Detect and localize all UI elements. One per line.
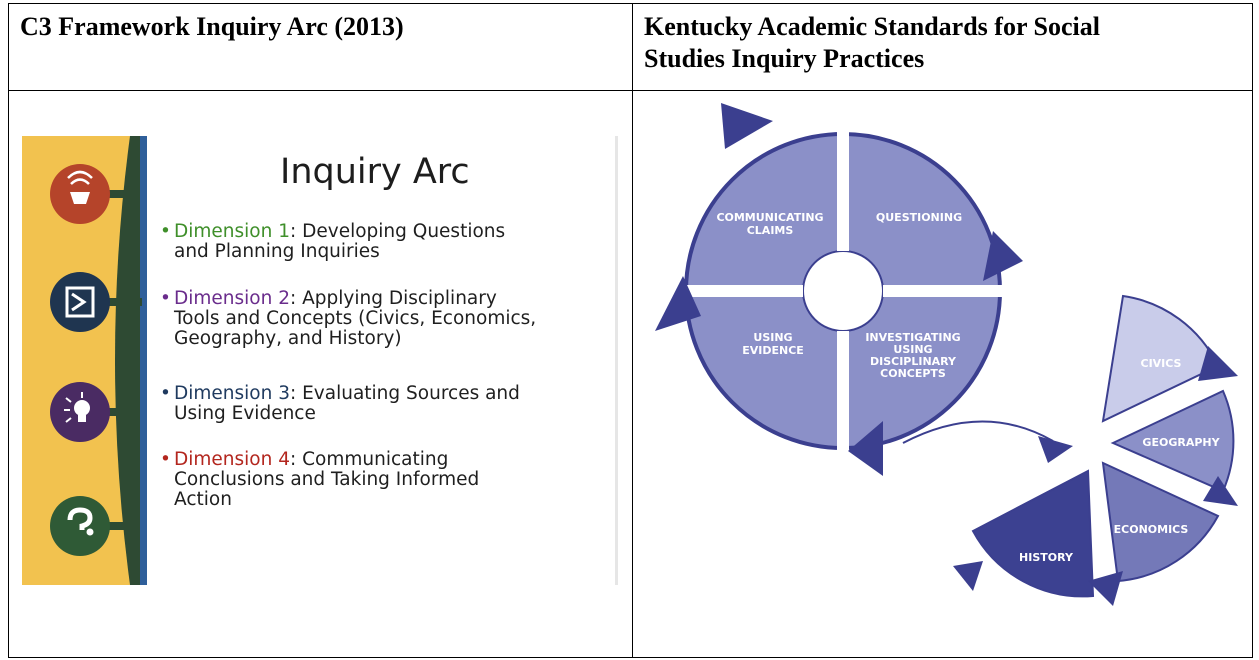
cycle-arrow-top [721, 103, 773, 149]
label-using: USING [753, 331, 792, 344]
dimension-3: • Dimension 3: Evaluating Sources and Us… [160, 383, 520, 424]
label-questioning: QUESTIONING [876, 211, 962, 224]
comparison-table: C3 Framework Inquiry Arc (2013) Kentucky… [8, 3, 1253, 658]
slide-graphic [22, 136, 618, 585]
left-content-cell: Inquiry Arc • Dimension 1: Developing Qu… [8, 90, 633, 658]
green-arc [115, 136, 147, 585]
slide-title: Inquiry Arc [280, 152, 470, 192]
dimension-4-label: Dimension 4 [174, 449, 290, 470]
label-geography: GEOGRAPHY [1142, 436, 1220, 449]
document-icon [50, 272, 110, 332]
dimension-4: • Dimension 4: Communicating Conclusions… [160, 449, 480, 510]
right-content-cell: COMMUNICATING CLAIMS QUESTIONING USING E… [632, 90, 1253, 658]
inquiry-cycle-diagram: COMMUNICATING CLAIMS QUESTIONING USING E… [655, 103, 1238, 606]
slide-edge [615, 136, 618, 585]
label-communicating: COMMUNICATING [716, 211, 823, 224]
label-evidence: EVIDENCE [742, 344, 804, 357]
connector-arrow [902, 420, 1054, 444]
blue-stripe [140, 136, 147, 585]
label-claims: CLAIMS [747, 224, 794, 237]
label-civics: CIVICS [1141, 357, 1182, 370]
dimension-2: • Dimension 2: Applying Disciplinary Too… [160, 288, 537, 349]
disciplines-wheel [953, 294, 1238, 606]
right-header-line2: Studies Inquiry Practices [644, 44, 925, 73]
right-header-cell: Kentucky Academic Standards for Social S… [632, 3, 1253, 91]
right-header: Kentucky Academic Standards for Social S… [633, 4, 1252, 75]
left-header-cell: C3 Framework Inquiry Arc (2013) [8, 3, 633, 91]
label-concepts: CONCEPTS [880, 367, 946, 380]
label-investigating: INVESTIGATING [865, 331, 960, 344]
dimension-1: • Dimension 1: Developing Questions and … [160, 221, 506, 262]
cycle-arrow-left [655, 276, 701, 331]
label-disciplinary: DISCIPLINARY [870, 355, 957, 368]
left-header: C3 Framework Inquiry Arc (2013) [20, 12, 404, 41]
lightbulb-icon [50, 164, 110, 224]
label-history: HISTORY [1019, 551, 1074, 564]
question-icon [50, 496, 110, 556]
dimension-2-label: Dimension 2 [174, 288, 290, 309]
cycle-arrow-right [983, 231, 1023, 281]
idea-icon [50, 382, 110, 442]
label-economics: ECONOMICS [1114, 523, 1189, 536]
dimension-1-label: Dimension 1 [174, 221, 290, 242]
dimension-3-label: Dimension 3 [174, 383, 290, 404]
right-header-line1: Kentucky Academic Standards for Social [644, 12, 1100, 41]
label-using-2: USING [893, 343, 932, 356]
inquiry-arc-slide: Inquiry Arc • Dimension 1: Developing Qu… [22, 136, 619, 585]
cycle-arrow-bottom [848, 421, 883, 476]
inquiry-cycle [655, 103, 1023, 476]
